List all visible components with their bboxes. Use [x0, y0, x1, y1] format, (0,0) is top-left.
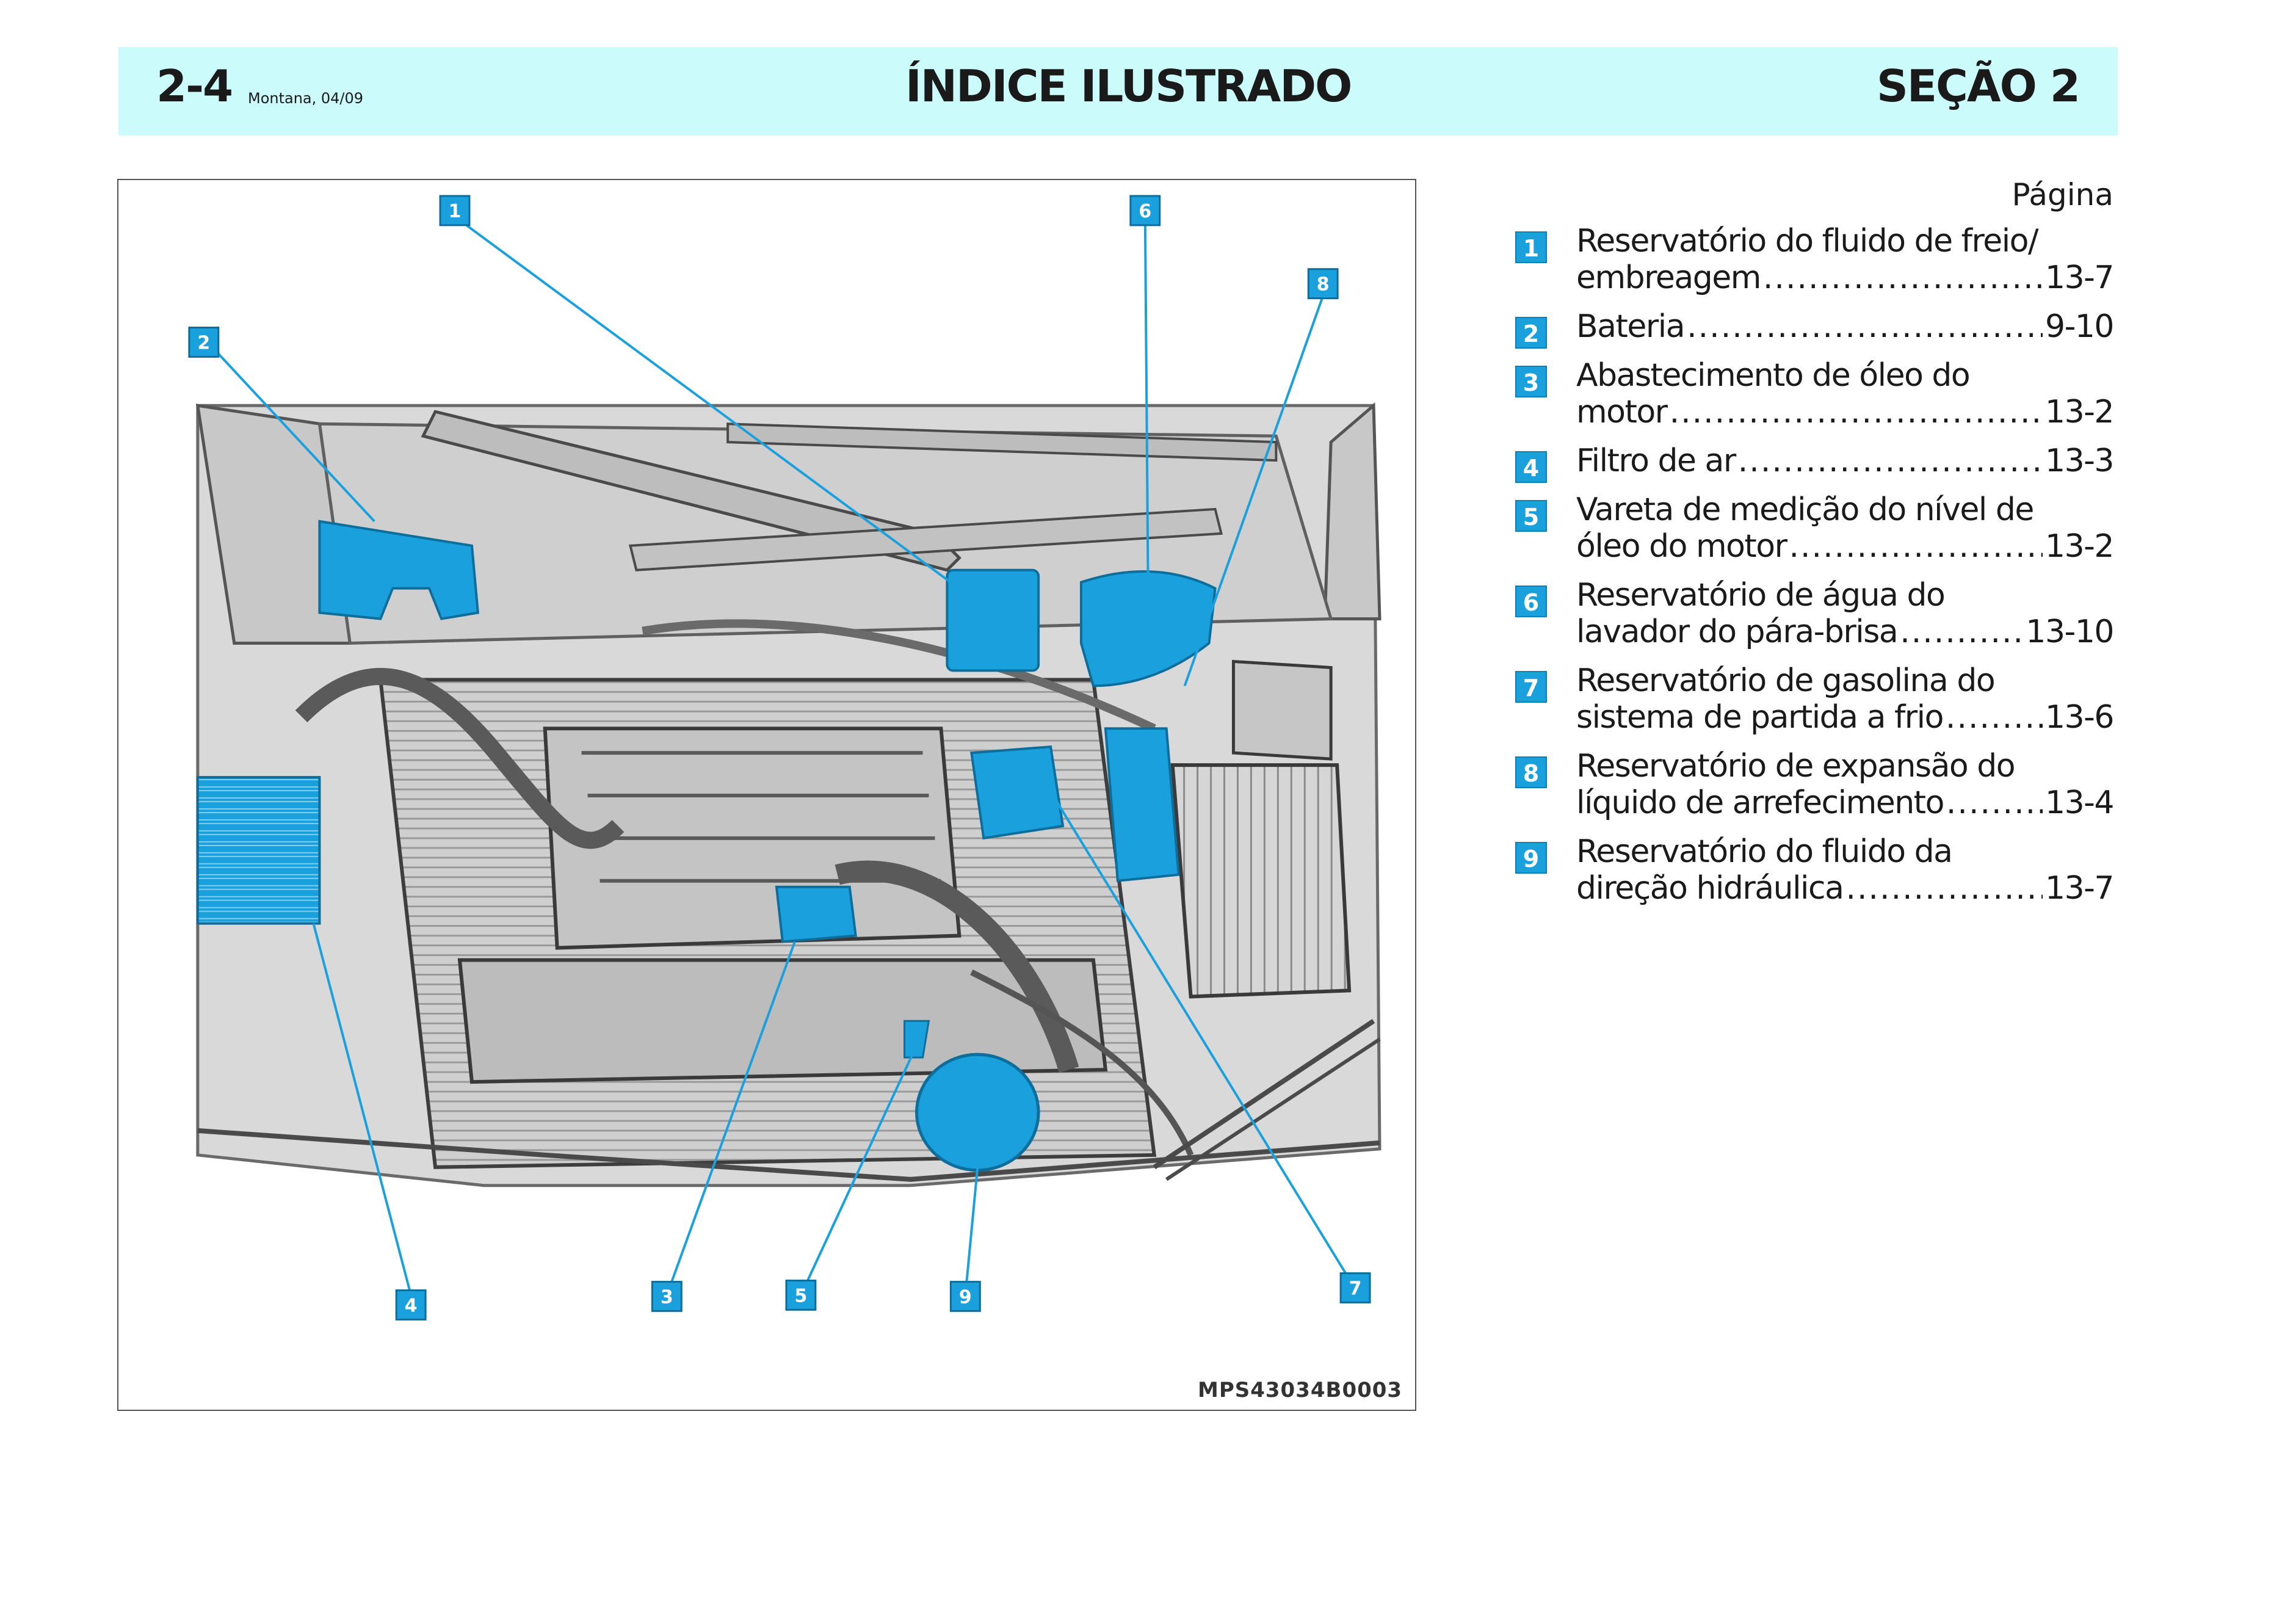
entry-line1: Reservatório de gasolina do	[1576, 662, 1996, 699]
figure-callout-3: 3	[651, 1280, 683, 1312]
svg-text:5: 5	[794, 1285, 807, 1307]
entry-page: 13-7	[2044, 259, 2115, 296]
engine-bay-drawing: 1 6 8 2 4 3 5	[188, 195, 1382, 1321]
entry-page: 9-10	[2044, 308, 2115, 345]
index-badge: 5	[1515, 500, 1547, 532]
entry-page: 13-2	[2044, 528, 2115, 565]
svg-text:3: 3	[661, 1286, 673, 1308]
entry-page: 13-3	[2044, 443, 2115, 479]
entry-line2: sistema de partida a frio...............…	[1576, 699, 2115, 736]
figure-callout-6: 6	[1129, 195, 1161, 227]
entry-page: 13-6	[2044, 699, 2115, 736]
index-badge: 3	[1515, 366, 1547, 397]
svg-text:6: 6	[1139, 201, 1151, 222]
figure-callout-1: 1	[439, 195, 471, 227]
page-number: 2-4	[156, 60, 233, 112]
entry-line1: Abastecimento de óleo do	[1576, 357, 1971, 394]
entry-line2: direção hidráulica......................…	[1576, 870, 2115, 907]
index-badge: 1	[1515, 231, 1547, 263]
figure-callout-4: 4	[395, 1289, 427, 1321]
index-badge: 4	[1515, 451, 1547, 483]
svg-text:2: 2	[197, 332, 210, 353]
entry-page: 13-10	[2026, 614, 2114, 650]
figure-callout-2: 2	[188, 327, 220, 358]
svg-text:1: 1	[449, 201, 462, 222]
entry-line1: Vareta de medição do nível de	[1576, 491, 2034, 528]
index-badge: 7	[1515, 671, 1547, 703]
index-badge: 6	[1515, 585, 1547, 617]
entry-line1: Reservatório de água do	[1576, 577, 1946, 614]
entry-line1: Reservatório do fluido da	[1576, 833, 1953, 870]
section-label: SEÇÃO 2	[1877, 60, 2080, 112]
page-header: 2-4 Montana, 04/09 ÍNDICE ILUSTRADO SEÇÃ…	[118, 47, 2118, 136]
page-column-label: Página	[2012, 177, 2113, 212]
page-title: ÍNDICE ILUSTRADO	[905, 60, 1352, 112]
index-badge: 8	[1515, 756, 1547, 788]
engine-bay-illustration: 1 6 8 2 4 3 5	[117, 179, 1416, 1411]
svg-text:8: 8	[1317, 274, 1330, 295]
entry-line2: Filtro de ar............................…	[1576, 443, 2115, 479]
index-badge: 9	[1515, 842, 1547, 874]
svg-text:4: 4	[405, 1295, 418, 1316]
entry-line2: óleo do motor...........................…	[1576, 528, 2115, 565]
figure-callout-7: 7	[1339, 1272, 1371, 1303]
entry-line2: motor...................................…	[1576, 394, 2115, 430]
figure-callout-9: 9	[949, 1280, 981, 1312]
figure-code: MPS43034B0003	[1198, 1378, 1403, 1402]
index-badge: 2	[1515, 317, 1547, 349]
svg-text:7: 7	[1349, 1278, 1362, 1299]
entry-line2: embreagem...............................…	[1576, 259, 2115, 296]
entry-line1: Reservatório do fluido de freio/	[1576, 223, 2038, 259]
figure-callout-5: 5	[785, 1279, 817, 1311]
svg-text:9: 9	[959, 1286, 972, 1308]
entry-page: 13-2	[2044, 394, 2115, 430]
entry-line2: lavador do pára-brisa...................…	[1576, 614, 2114, 650]
figure-callout-8: 8	[1307, 268, 1339, 300]
entry-line2: líquido de arrefecimento................…	[1576, 785, 2115, 821]
entry-line2: Bateria.................................…	[1576, 308, 2115, 345]
entry-page: 13-7	[2044, 870, 2115, 907]
model-date: Montana, 04/09	[248, 90, 364, 107]
entry-page: 13-4	[2044, 785, 2115, 821]
entry-line1: Reservatório de expansão do	[1576, 748, 2016, 785]
